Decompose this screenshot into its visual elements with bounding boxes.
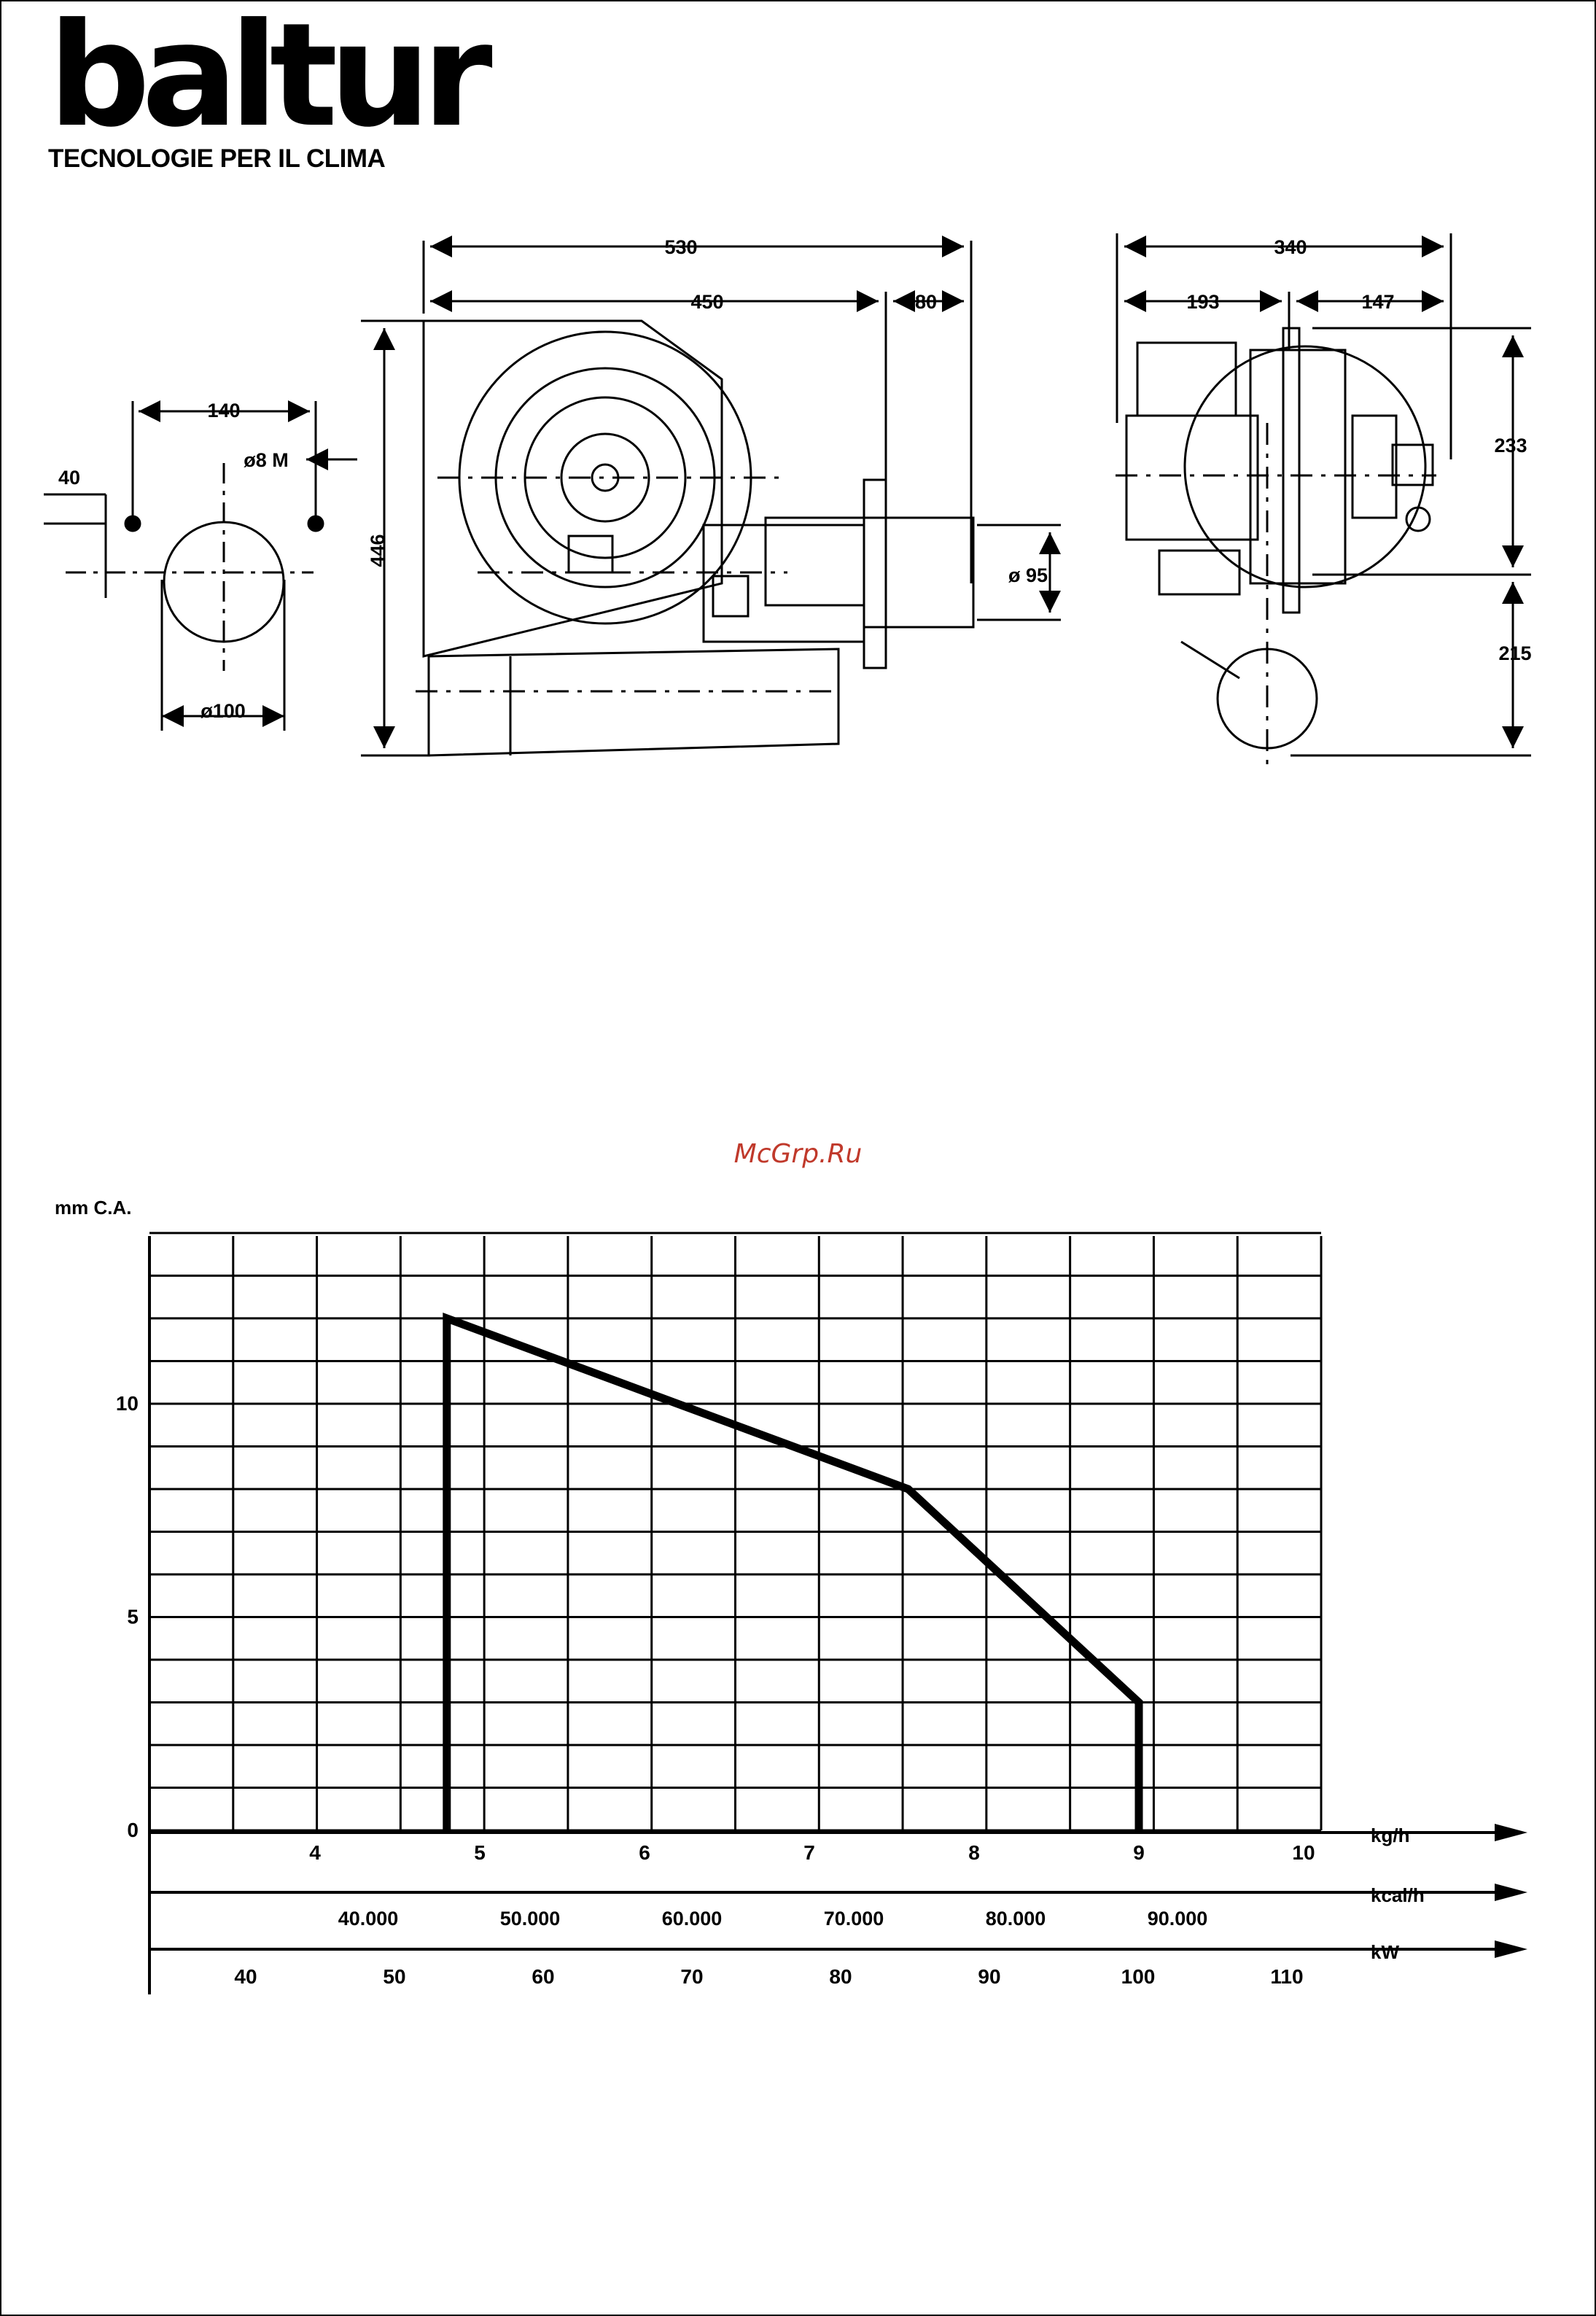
kg-tick-label: 6 [639, 1841, 650, 1864]
flange-view [44, 401, 357, 731]
burner-dimension-drawing: 140 40 ø8 M ø100 530 450 80 446 ø 95 340… [0, 204, 1596, 992]
dim-width-right: 147 [1361, 291, 1394, 313]
chart-ticks: 0 5 10 4 5 6 7 8 9 10 40.000 50.000 60.000 70.000 80.0… [116, 1392, 1315, 1988]
dim-overall-length: 530 [664, 236, 697, 258]
kcal-tick-label: 60.000 [662, 1908, 723, 1930]
baltur-logo: baltur TECNOLOGIE PER IL CLIMA [48, 10, 484, 174]
kcal-tick-label: 90.000 [1148, 1908, 1208, 1930]
dim-height-upper: 233 [1494, 435, 1527, 456]
dim-flange-hole: ø100 [201, 700, 246, 722]
kg-tick-label: 5 [474, 1841, 486, 1864]
dim-head-length: 80 [915, 291, 937, 313]
x-axis-unit-label: kcal/h [1371, 1884, 1425, 1906]
kw-tick-label: 100 [1121, 1965, 1156, 1988]
kcal-tick-label: 80.000 [986, 1908, 1046, 1930]
dim-head-diameter: ø 95 [1008, 564, 1048, 586]
kg-tick-label: 9 [1133, 1841, 1145, 1864]
dim-height-lower: 215 [1498, 642, 1531, 664]
y-tick-label: 0 [127, 1819, 139, 1841]
kg-tick-label: 4 [309, 1841, 321, 1864]
y-tick-label: 5 [127, 1605, 139, 1628]
kw-tick-label: 40 [234, 1965, 257, 1988]
kcal-tick-label: 40.000 [338, 1908, 399, 1930]
side-view [361, 241, 1061, 755]
pressure-output-chart: mm C.A. kg/h kcal/h kW 0 5 10 4 5 6 7 8 9 10 40.000 5… [0, 1181, 1596, 2056]
x-axis-arrow [1495, 1824, 1527, 1841]
chart-grid [149, 1233, 1321, 1830]
dim-width-left: 193 [1186, 291, 1219, 313]
kw-tick-label: 60 [532, 1965, 554, 1988]
y-tick-label: 10 [116, 1392, 139, 1415]
kw-tick-label: 70 [680, 1965, 703, 1988]
kcal-tick-label: 50.000 [500, 1908, 561, 1930]
kg-tick-label: 7 [803, 1841, 815, 1864]
kw-tick-label: 90 [978, 1965, 1000, 1988]
x-axis-unit-label: kW [1371, 1941, 1399, 1963]
dim-height: 446 [367, 534, 389, 567]
kg-tick-label: 10 [1292, 1841, 1315, 1864]
watermark: McGrp.Ru [0, 1139, 1596, 1169]
dim-flange-bolt: ø8 M [244, 449, 289, 471]
dim-flange-spacing: 140 [207, 400, 240, 421]
y-axis-label: mm C.A. [55, 1197, 131, 1219]
logo-wordmark: baltur [48, 10, 484, 141]
front-view [1116, 233, 1531, 766]
dim-body-length: 450 [690, 291, 723, 313]
x-axis-arrow [1495, 1940, 1527, 1958]
kw-tick-label: 50 [383, 1965, 405, 1988]
kw-tick-label: 110 [1270, 1965, 1303, 1988]
dim-flange-offset: 40 [58, 467, 80, 489]
kcal-tick-label: 70.000 [824, 1908, 884, 1930]
kg-tick-label: 8 [968, 1841, 980, 1864]
x-axis-arrow [1495, 1884, 1527, 1901]
dim-overall-width: 340 [1274, 236, 1307, 258]
kw-tick-label: 80 [829, 1965, 852, 1988]
x-axis-unit-label: kg/h [1371, 1825, 1409, 1846]
